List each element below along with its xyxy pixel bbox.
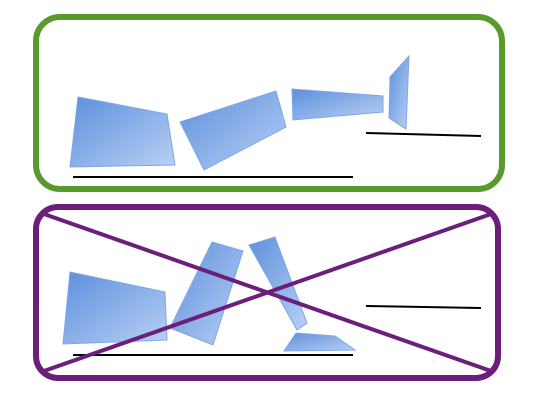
trapezoid-block	[62, 271, 168, 345]
leaning-slab-left	[169, 241, 244, 346]
leaning-slab-right	[248, 236, 308, 331]
short-baseline	[365, 305, 482, 309]
incorrect-panel-border	[33, 204, 501, 381]
correct-panel-border	[33, 14, 505, 192]
correct-panel	[33, 14, 505, 192]
narrow-sliver-block	[388, 54, 410, 130]
flat-trapezoid-block	[283, 332, 357, 352]
short-baseline	[365, 132, 482, 137]
incorrect-panel	[33, 204, 501, 381]
tilted-quad-block	[179, 90, 287, 171]
thin-slab-block	[291, 88, 384, 121]
trapezoid-block	[69, 96, 176, 168]
cross-out-line-ascending	[43, 212, 492, 373]
